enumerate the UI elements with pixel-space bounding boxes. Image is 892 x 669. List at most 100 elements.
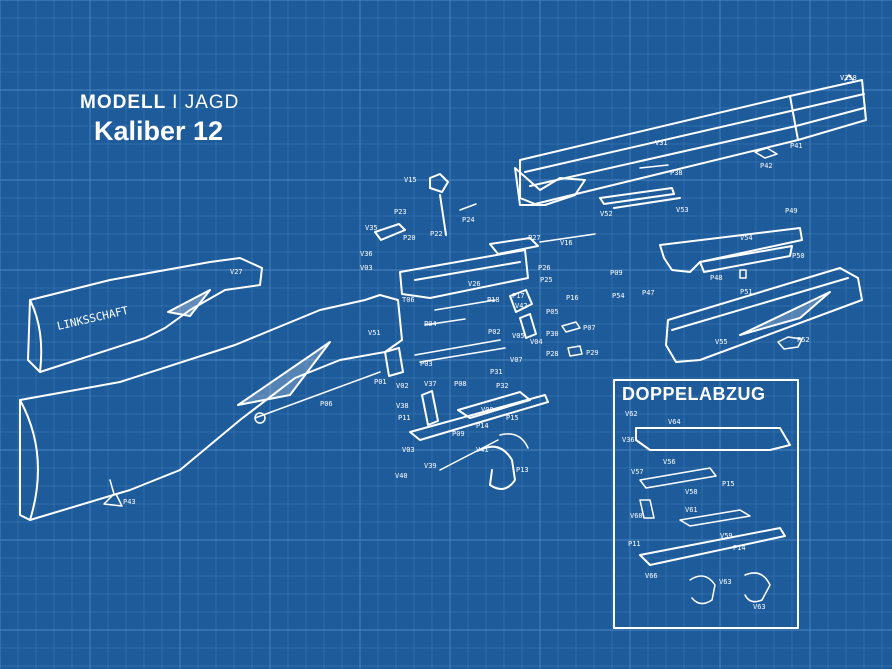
label-p50: P50: [792, 252, 805, 260]
label-p05: P05: [546, 308, 559, 316]
label-p54: P54: [612, 292, 625, 300]
label-v31: V31: [655, 139, 668, 147]
label-p03: P03: [420, 360, 433, 368]
label-p26: P26: [538, 264, 551, 272]
caliber-title: Kaliber 12: [94, 116, 224, 146]
model-title-bold: MODELL: [80, 92, 166, 113]
label-v03a: V03: [360, 264, 373, 272]
label-v03b: V03: [402, 446, 415, 454]
doppelabzug-title: DOPPELABZUG: [622, 384, 766, 404]
label-v07: V07: [510, 356, 523, 364]
left-stock-callout: LINKSSCHAFT: [56, 304, 130, 333]
label-p09: P09: [610, 269, 623, 277]
label-v15: V15: [404, 176, 417, 184]
label-v55: V55: [715, 338, 728, 346]
label-p04: P04: [424, 320, 437, 328]
label-p51: P51: [740, 288, 753, 296]
label-p42: P42: [760, 162, 773, 170]
forearm-iron: [659, 227, 803, 279]
label-v51: V51: [368, 329, 381, 337]
label-p01: P01: [374, 378, 387, 386]
label-v16: V16: [560, 239, 573, 247]
label-d-v36: V36: [622, 436, 635, 444]
label-p32: P32: [496, 382, 509, 390]
label-d-v61: V61: [685, 506, 698, 514]
label-p24: P24: [462, 216, 475, 224]
label-v37: V37: [424, 380, 437, 388]
label-v53: V53: [676, 206, 689, 214]
label-d-p14: P14: [733, 544, 746, 552]
label-d-v56: V56: [663, 458, 676, 466]
label-v04: V04: [530, 338, 543, 346]
label-d-v63a: V63: [719, 578, 732, 586]
label-p02: P02: [488, 328, 501, 336]
label-p11: P11: [398, 414, 411, 422]
label-p25: P25: [540, 276, 553, 284]
label-p07: P07: [583, 324, 596, 332]
label-p31: P31: [490, 368, 503, 376]
label-p08: P08: [454, 380, 467, 388]
label-p43: P43: [123, 498, 136, 506]
label-p09b: P09: [452, 430, 465, 438]
label-p29: P29: [586, 349, 599, 357]
trigger-group: [409, 390, 549, 490]
label-v41: V41: [476, 446, 489, 454]
label-p06: P06: [320, 400, 333, 408]
label-p48: P48: [710, 274, 723, 282]
barrels: [514, 74, 867, 206]
label-v40: V40: [395, 472, 408, 480]
model-title-rest: I JAGD: [172, 92, 240, 113]
label-v42: V42: [515, 302, 528, 310]
label-d-v62: V62: [625, 410, 638, 418]
label-p38: P38: [670, 169, 683, 177]
ejector-rails: [599, 164, 681, 209]
label-p16: P16: [566, 294, 579, 302]
label-v27: V27: [230, 268, 243, 276]
label-v02: V02: [396, 382, 409, 390]
label-d-v59: V59: [720, 532, 733, 540]
left-stock: [27, 257, 263, 373]
label-v39: V39: [424, 462, 437, 470]
label-v258: V258: [840, 74, 857, 82]
label-d-v64: V64: [668, 418, 681, 426]
forearm: [665, 267, 863, 363]
label-v26: V26: [468, 280, 481, 288]
label-p28: P28: [546, 350, 559, 358]
label-p15: P15: [506, 414, 519, 422]
label-p41: P41: [790, 142, 803, 150]
label-p20: P20: [403, 234, 416, 242]
label-v36: V36: [360, 250, 373, 258]
label-d-v58: V58: [685, 488, 698, 496]
label-v38: V38: [396, 402, 409, 410]
label-p22: P22: [430, 230, 443, 238]
label-d-v57: V57: [631, 468, 644, 476]
label-p23: P23: [394, 208, 407, 216]
label-p13: P13: [516, 466, 529, 474]
label-p30: P30: [546, 330, 559, 338]
label-d-v60: V60: [630, 512, 643, 520]
receiver-parts: [374, 173, 596, 377]
label-p18: P18: [487, 296, 500, 304]
doppelabzug-panel: [613, 379, 799, 629]
model-title: MODELL I JAGD: [80, 92, 239, 114]
label-d-v63b: V63: [753, 603, 766, 611]
part-labels: V258 V31 P41 P42 P38 V52 V53 P49 V54 P50…: [123, 74, 857, 611]
label-v54: V54: [740, 234, 753, 242]
label-v52: V52: [600, 210, 613, 218]
label-p27: P27: [528, 234, 541, 242]
label-v05: V05: [512, 332, 525, 340]
label-d-p15: P15: [722, 480, 735, 488]
label-p14: P14: [476, 422, 489, 430]
label-d-p11: P11: [628, 540, 641, 548]
label-p17: P17: [512, 292, 525, 300]
label-d-v66: V66: [645, 572, 658, 580]
label-t06: T06: [402, 296, 415, 304]
label-v35: V35: [365, 224, 378, 232]
main-stock: [19, 294, 403, 521]
label-p52: P52: [797, 336, 810, 344]
label-p47: P47: [642, 289, 655, 297]
label-v08: V08: [481, 406, 494, 414]
label-p49: P49: [785, 207, 798, 215]
